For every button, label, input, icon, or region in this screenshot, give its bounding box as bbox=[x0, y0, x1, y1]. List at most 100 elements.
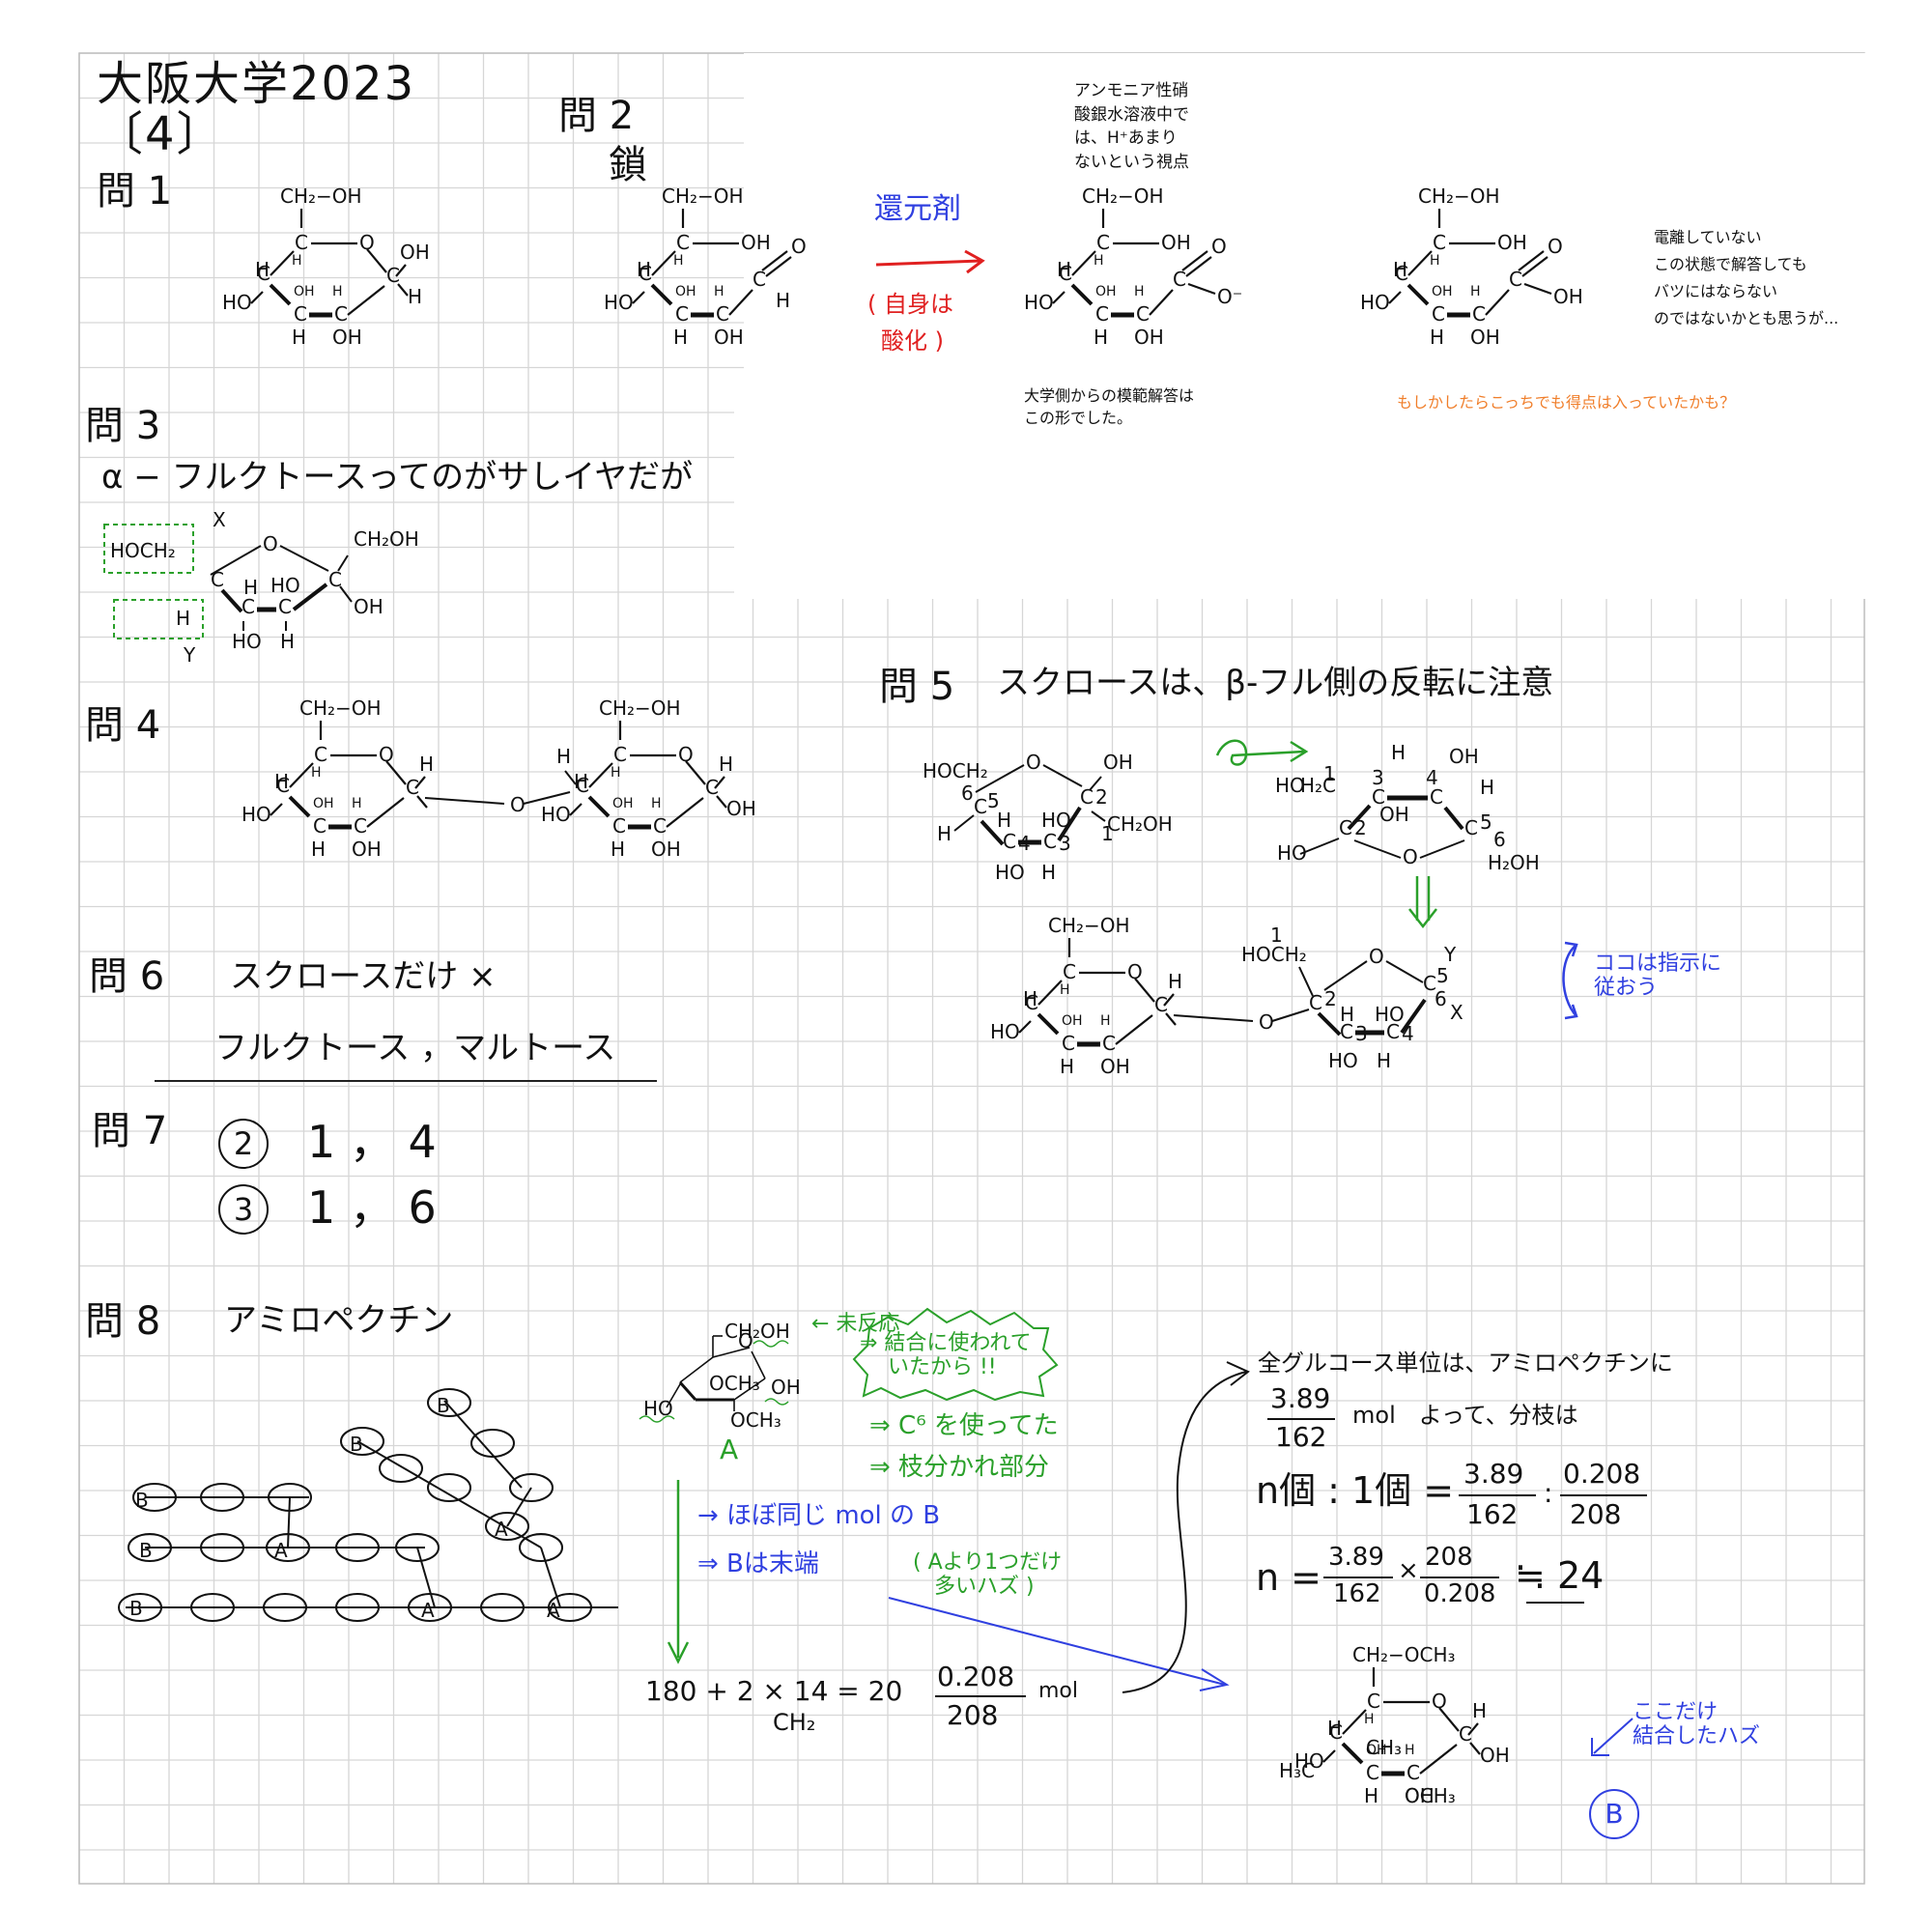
bond bbox=[1419, 1744, 1458, 1775]
bond bbox=[1406, 283, 1430, 306]
squiggle bbox=[764, 1398, 789, 1406]
atom-label: OH bbox=[1100, 1055, 1130, 1078]
bond bbox=[564, 770, 577, 785]
bond bbox=[395, 264, 407, 277]
bond bbox=[1353, 839, 1402, 859]
bond bbox=[666, 1383, 681, 1408]
atom-label: C bbox=[716, 302, 729, 326]
bond bbox=[270, 803, 283, 816]
atom-label: C bbox=[1367, 1690, 1380, 1713]
bond bbox=[1322, 1749, 1336, 1763]
atom-label: H bbox=[280, 630, 295, 653]
atom-label: CH₂−OH bbox=[1082, 185, 1164, 208]
atom-label: OH bbox=[714, 326, 744, 349]
atom-label: OH bbox=[771, 1376, 801, 1399]
glucose-unit bbox=[340, 1427, 384, 1456]
atom-label: O bbox=[1127, 960, 1143, 983]
atom-label: C bbox=[1472, 302, 1486, 326]
q8-blue-2-paren: ( Aより1つだけ 多いハズ ) bbox=[913, 1550, 1063, 1600]
atom-label: O bbox=[1259, 1010, 1274, 1034]
atom-label: H bbox=[1023, 987, 1037, 1010]
atom-label: Y bbox=[1443, 943, 1457, 966]
atom-label: O bbox=[738, 1329, 753, 1352]
bond bbox=[1163, 993, 1175, 1007]
atom-label: H bbox=[1364, 1712, 1375, 1727]
bond bbox=[1521, 256, 1548, 277]
atom-label: HO bbox=[1275, 774, 1305, 797]
atom-label: C bbox=[1063, 960, 1076, 983]
bond bbox=[347, 285, 385, 316]
bond bbox=[1523, 282, 1552, 296]
bond bbox=[523, 791, 571, 805]
atom-label: H bbox=[311, 765, 322, 781]
atom-label: C bbox=[639, 262, 652, 285]
q8-n-result: ≒ 24 bbox=[1515, 1554, 1605, 1597]
atom-label: C bbox=[1423, 972, 1436, 995]
atom-label: OH bbox=[1366, 1743, 1387, 1758]
atom-label: HO bbox=[604, 291, 634, 314]
atom-label: H bbox=[1480, 776, 1494, 799]
atom-label: HOCH₂ bbox=[110, 539, 176, 562]
q7-label: 問 7 bbox=[92, 1109, 168, 1153]
atom-label: C bbox=[242, 595, 255, 618]
atom-label: C bbox=[1459, 1722, 1472, 1746]
q8-n-eq: n = bbox=[1256, 1556, 1322, 1599]
atom-label: O bbox=[1026, 751, 1041, 774]
atom-label: C bbox=[406, 776, 419, 799]
atom-label: H bbox=[274, 770, 289, 793]
bond bbox=[1173, 1014, 1254, 1022]
atom-label: H bbox=[1430, 253, 1440, 269]
chain-label: B bbox=[129, 1597, 143, 1620]
bond bbox=[220, 588, 243, 613]
bond bbox=[1298, 966, 1314, 997]
bond bbox=[1299, 838, 1340, 855]
atom-label: OH bbox=[1449, 745, 1479, 768]
q5-label: 問 5 bbox=[879, 665, 955, 709]
bond bbox=[1438, 1707, 1460, 1732]
atom-label: C bbox=[1464, 816, 1478, 839]
atom-label: C bbox=[295, 231, 308, 254]
atom-label: OCH₃ bbox=[709, 1372, 760, 1395]
glucose-unit bbox=[200, 1483, 244, 1512]
atom-label: HO bbox=[1041, 809, 1071, 832]
q5-brace-arrow bbox=[1562, 941, 1578, 1020]
atom-label: C bbox=[1173, 268, 1186, 291]
chain-label: B bbox=[135, 1489, 149, 1512]
q5-down-arrow bbox=[1408, 876, 1437, 929]
q1-label: 問 1 bbox=[97, 169, 173, 213]
atom-label: C bbox=[1154, 993, 1168, 1016]
bond bbox=[1419, 839, 1465, 859]
bond bbox=[765, 256, 792, 277]
pasted-area-3 bbox=[734, 386, 1333, 599]
atom-label: CH₂−OH bbox=[662, 185, 744, 208]
atom-label: OH bbox=[352, 838, 382, 861]
bond bbox=[1070, 283, 1094, 306]
atom-label: OH bbox=[612, 796, 634, 811]
atom-label: C bbox=[334, 302, 348, 326]
q8-label-a: A bbox=[720, 1434, 739, 1465]
atom-label: CH₂−OH bbox=[1048, 914, 1130, 937]
atom-label: C bbox=[1062, 1032, 1075, 1055]
atom-label: 1 bbox=[1323, 762, 1336, 785]
atom-label: HO bbox=[1294, 1749, 1324, 1773]
glucose-unit bbox=[379, 1454, 423, 1483]
atom-label: 4 bbox=[1426, 766, 1438, 789]
q3-text: α − フルクトースってのがサしイヤだが bbox=[101, 458, 694, 497]
bond bbox=[650, 283, 673, 306]
atom-label: C bbox=[1509, 268, 1522, 291]
link bbox=[540, 1547, 561, 1608]
q7-row2-circle: 3 bbox=[218, 1184, 269, 1235]
atom-label: H bbox=[1377, 1049, 1391, 1072]
bond bbox=[385, 760, 407, 785]
atom-label: OH bbox=[675, 284, 696, 299]
q2-label: 問 2 bbox=[558, 94, 635, 138]
atom-label: H bbox=[1100, 1013, 1111, 1029]
atom-label: OH bbox=[313, 796, 334, 811]
atom-label: H bbox=[1393, 258, 1407, 281]
bond bbox=[1042, 764, 1083, 787]
atom-label: C bbox=[676, 231, 690, 254]
bond bbox=[1149, 289, 1174, 316]
